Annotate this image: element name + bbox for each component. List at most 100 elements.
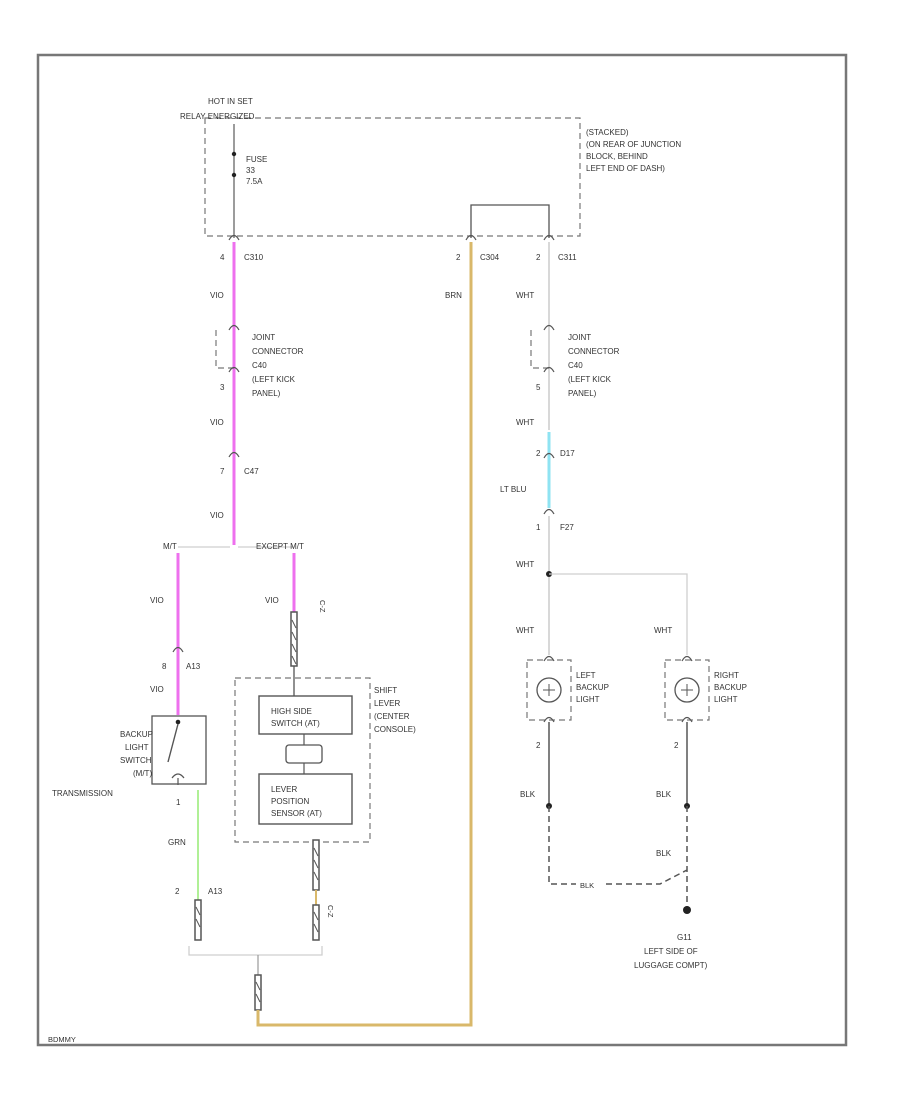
label-blsw-3: SWITCH [120, 756, 152, 765]
label-jc-left-4: (LEFT KICK [252, 375, 296, 384]
label-relay: RELAY ENERGIZED [180, 112, 255, 121]
label-cz-upper: C-Z [318, 600, 327, 613]
connector-a13-lower [194, 899, 202, 941]
label-wire-brn: BRN [445, 291, 462, 300]
diagram-frame [36, 53, 848, 1047]
connector-c310 [228, 234, 240, 241]
label-right-backup-3: LIGHT [714, 695, 738, 704]
label-jc-right-3: C40 [568, 361, 583, 370]
label-mt: M/T [163, 542, 177, 551]
label-transmission: TRANSMISSION [52, 789, 113, 798]
label-jc-left-1: JOINT [252, 333, 275, 342]
label-jc-left-5: PANEL) [252, 389, 281, 398]
label-f27: F27 [560, 523, 574, 532]
label-wire-vio-1: VIO [210, 291, 224, 300]
label-fuse-num: 33 [246, 166, 255, 175]
label-a13b: A13 [208, 887, 223, 896]
label-left-backup-3: LIGHT [576, 695, 600, 704]
label-jc-right-2: CONNECTOR [568, 347, 620, 356]
connector-f27 [543, 508, 555, 515]
label-d17-pin: 2 [536, 449, 541, 458]
label-cz-lower: C-Z [326, 905, 335, 918]
label-footer: BDMMY [48, 1035, 76, 1044]
black-wire-ground-dashed [548, 806, 688, 908]
label-jc-left-2: CONNECTOR [252, 347, 304, 356]
label-wire-vio-2: VIO [210, 418, 224, 427]
label-wire-vio-5: VIO [265, 596, 279, 605]
connector-c47 [228, 451, 240, 458]
right-backup-light [664, 655, 710, 723]
label-shift-lever-2: LEVER [374, 699, 400, 708]
label-c311-pin: 2 [536, 253, 541, 262]
label-ground-id: G11 [677, 933, 692, 942]
shift-lever-outline [234, 677, 371, 843]
label-sw-pin: 1 [176, 798, 181, 807]
label-left-backup-2: BACKUP [576, 683, 609, 692]
internal-jumper [470, 204, 550, 238]
label-blsw-1: BACKUP [120, 730, 153, 739]
label-jc-right-1: JOINT [568, 333, 591, 342]
bottom-bus [188, 946, 323, 956]
bus-connector [254, 974, 262, 1011]
backup-light-switch [151, 715, 207, 785]
label-wire-lt-blu: LT BLU [500, 485, 527, 494]
label-a13: A13 [186, 662, 201, 671]
label-wire-wht-3: WHT [516, 560, 534, 569]
label-a13-pin: 8 [162, 662, 167, 671]
label-f27-pin: 1 [536, 523, 541, 532]
connector-cz-lower [312, 904, 320, 941]
connector-d17 [543, 452, 555, 459]
label-wire-vio-3: VIO [210, 511, 224, 520]
high-side-switch [258, 695, 353, 735]
shift-lever-link [285, 734, 323, 774]
label-lever-pos-1: LEVER [271, 785, 297, 794]
label-ground-1: LEFT SIDE OF [644, 947, 698, 956]
label-jb-3: BLOCK, BEHIND [586, 152, 648, 161]
connector-a13 [172, 646, 184, 653]
label-shift-lever-3: (CENTER [374, 712, 410, 721]
label-lever-pos-3: SENSOR (AT) [271, 809, 322, 818]
label-c304: C304 [480, 253, 500, 262]
ground-icon [683, 906, 691, 914]
label-a13b-pin: 2 [175, 887, 180, 896]
label-wire-wht-2: WHT [516, 418, 534, 427]
label-high-side-2: SWITCH (AT) [271, 719, 320, 728]
connector-c304 [465, 234, 477, 241]
label-ground-2: LUGGAGE COMPT) [634, 961, 708, 970]
label-wire-vio-4: VIO [150, 596, 164, 605]
label-jb-2: (ON REAR OF JUNCTION [586, 140, 681, 149]
label-wire-wht-5: WHT [654, 626, 672, 635]
shift-lever-connector-lower [312, 839, 320, 891]
label-wire-wht-1: WHT [516, 291, 534, 300]
label-except-mt: EXCEPT M/T [256, 542, 304, 551]
label-d17: D17 [560, 449, 575, 458]
label-jc-right-5: PANEL) [568, 389, 597, 398]
label-jc-right-pin: 5 [536, 383, 541, 392]
label-high-side-1: HIGH SIDE [271, 707, 312, 716]
fuse-icon [231, 124, 237, 238]
label-wire-blk-3: BLK [656, 849, 672, 858]
label-shift-lever-4: CONSOLE) [374, 725, 416, 734]
label-wire-wht-4: WHT [516, 626, 534, 635]
label-c311: C311 [558, 253, 577, 262]
shift-lever-connector-upper [290, 611, 298, 667]
white-wire-right-branch [549, 573, 688, 655]
left-backup-light [526, 655, 572, 723]
label-c304-pin: 2 [456, 253, 461, 262]
label-lever-pos-2: POSITION [271, 797, 309, 806]
label-jc-right-4: (LEFT KICK [568, 375, 612, 384]
connector-c311 [543, 234, 555, 241]
label-c310-pin: 4 [220, 253, 225, 262]
label-fuse-name: FUSE [246, 155, 267, 164]
junction-block-outline [204, 117, 581, 237]
label-wire-blk-1: BLK [520, 790, 536, 799]
label-jc-left-pin: 3 [220, 383, 225, 392]
label-jc-left-3: C40 [252, 361, 267, 370]
label-left-backup-1: LEFT [576, 671, 596, 680]
label-right-backup-2: BACKUP [714, 683, 747, 692]
label-hot-in: HOT IN SET [208, 97, 253, 106]
label-blsw-2: LIGHT [125, 743, 149, 752]
lever-position-sensor [258, 773, 353, 825]
brown-wire [256, 242, 473, 1027]
